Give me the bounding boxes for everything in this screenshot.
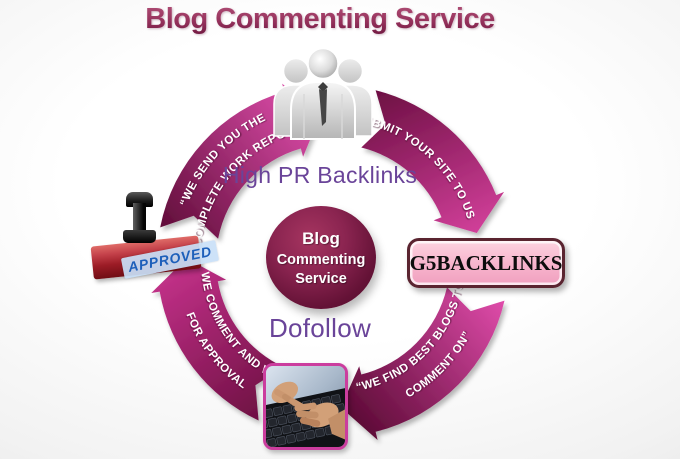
stamp-handle-base	[123, 230, 156, 243]
stamp-handle-neck	[133, 203, 146, 233]
center-circle-line-2: Commenting	[276, 251, 366, 268]
arrow-submit-site	[361, 90, 505, 233]
page-title: Blog Commenting Service	[0, 3, 680, 36]
hands	[271, 381, 345, 440]
front-person	[290, 47, 356, 140]
tie-icon	[318, 82, 328, 92]
brand-box-label: G5BACKLINKS	[409, 250, 563, 275]
center-circle-line-3: Service	[295, 270, 347, 287]
arrow-comment-wait	[151, 258, 284, 421]
arrow-find-blogs	[340, 287, 505, 440]
dofollow-label: Dofollow	[268, 313, 372, 343]
people-group-icon	[273, 47, 373, 140]
center-circle: Blog Commenting Service	[266, 206, 376, 309]
stamp-handle-knob	[126, 192, 153, 207]
high-pr-backlinks-label: High PR Backlinks	[222, 162, 418, 188]
brand-box: G5BACKLINKS	[407, 238, 565, 288]
typing-hands-icon	[263, 363, 348, 450]
center-circle-line-1: Blog	[302, 228, 340, 248]
approved-stamp-icon: APPROVED	[90, 190, 224, 292]
